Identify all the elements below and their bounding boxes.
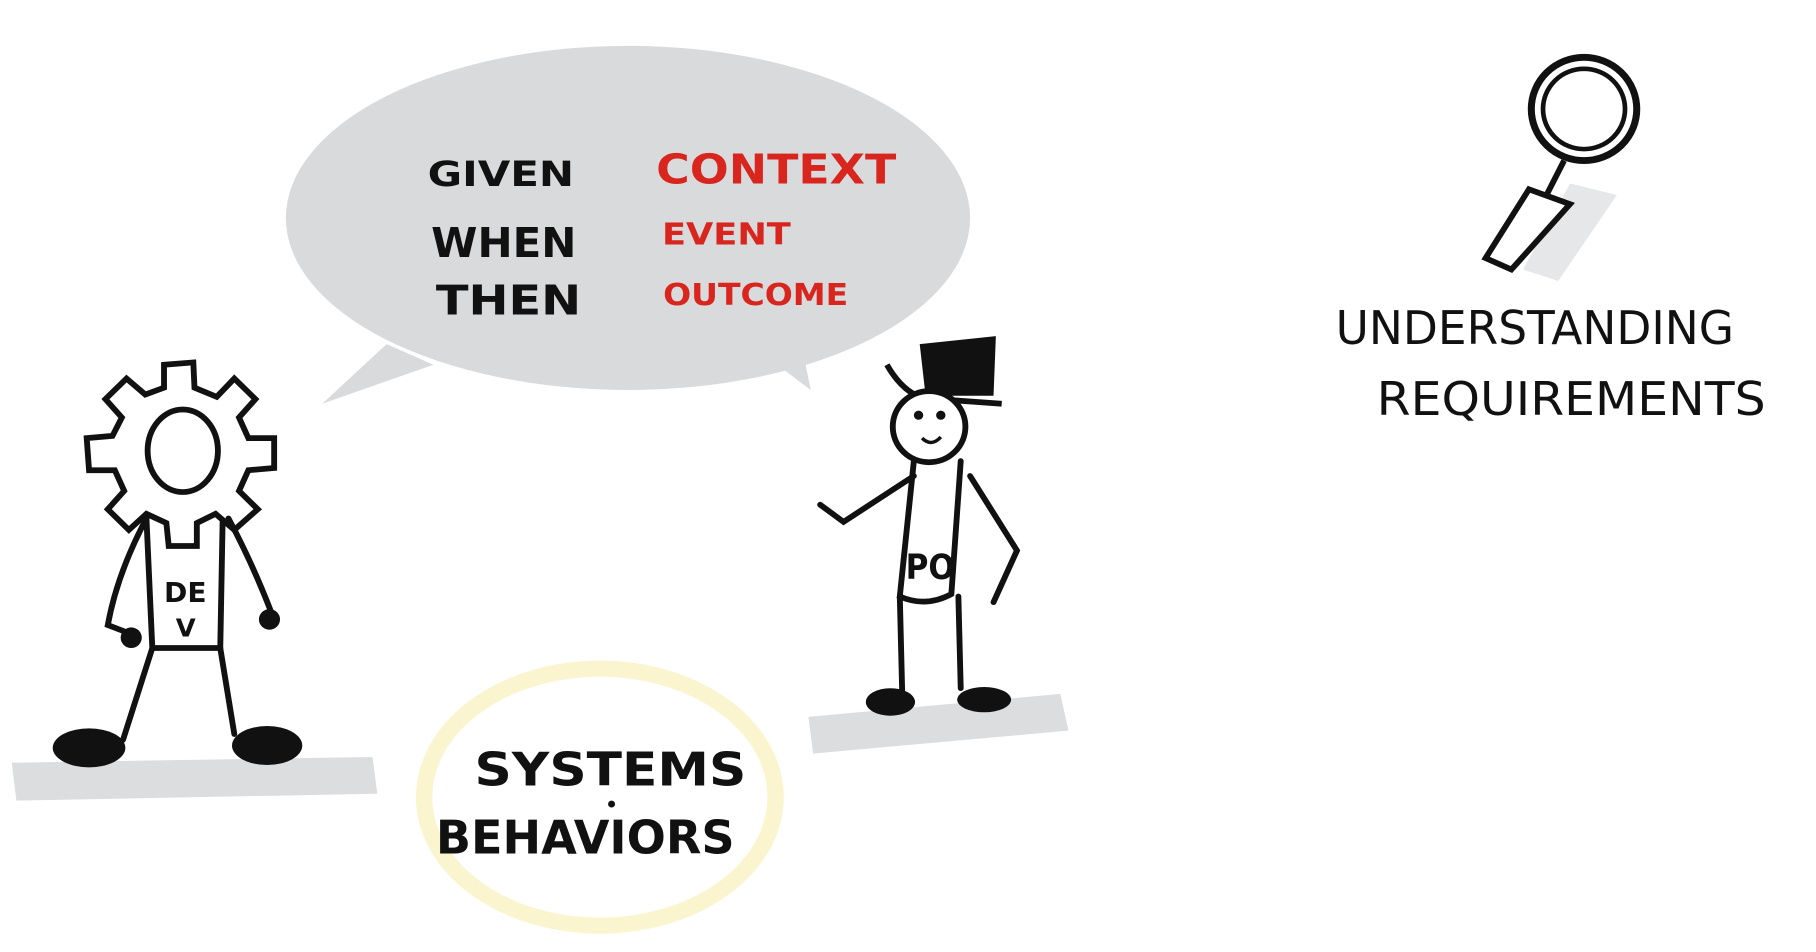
understanding-label: UNDERSTANDING [1336,302,1734,355]
then-keyword: THEN [436,276,581,324]
behaviors-label: BEHAVIORS [436,811,735,864]
po-right-foot [957,687,1012,713]
dev-shirt-label-top: DE [164,576,207,609]
po-left-foot [865,688,916,716]
speech-bubble: GIVEN CONTEXT WHEN EVENT THEN OUTCOME [285,45,971,404]
dev-left-foot [52,728,126,768]
dev-ground-shadow [11,757,378,801]
event-value: EVENT [662,218,791,253]
dev-shirt-label-bottom: V [176,614,196,644]
understanding-requirements: UNDERSTANDING REQUIREMENTS [1336,53,1766,426]
po-shirt-label: PO [906,549,955,589]
po-ground-shadow [808,693,1069,754]
when-keyword: WHEN [431,218,576,266]
dev-character: DE V [11,359,378,801]
requirements-label: REQUIREMENTS [1377,373,1766,426]
magnifier-icon [1481,53,1641,282]
dev-right-hand [258,609,281,630]
gear-icon [83,359,278,549]
context-value: CONTEXT [656,145,897,193]
systems-label: SYSTEMS [475,743,747,796]
systems-behaviors: SYSTEMS BEHAVIORS [415,660,784,934]
bubble-tail-left [322,344,434,404]
dev-right-foot [231,726,303,766]
dev-left-hand [120,627,142,649]
highlight-ring [415,660,784,934]
bubble-body [285,45,971,390]
outcome-value: OUTCOME [663,278,848,313]
given-keyword: GIVEN [428,155,574,195]
po-head [889,388,969,466]
po-character: PO [808,336,1069,754]
